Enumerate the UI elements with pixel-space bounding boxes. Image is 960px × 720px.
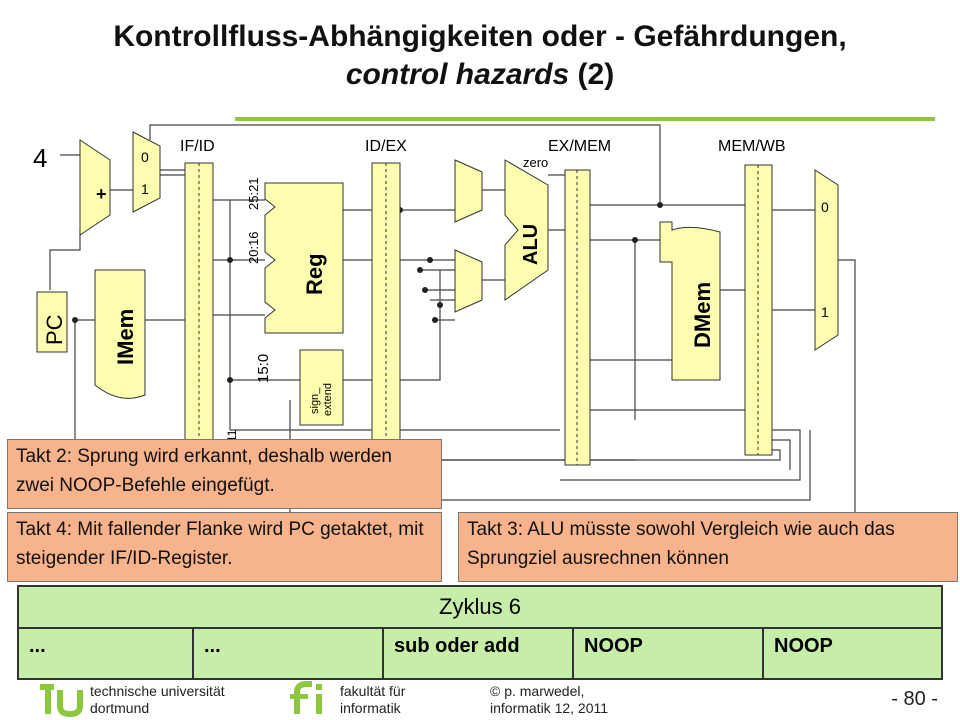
sign-extend-a: sign_ (309, 387, 321, 414)
dmem-label: DMem (690, 282, 715, 348)
title-rest: (2) (569, 58, 615, 91)
cycle-table: Zyklus 6 ... ... sub oder add NOOP NOOP (17, 585, 943, 680)
note-takt3: Takt 3: ALU müsste sowohl Vergleich wie … (458, 512, 958, 582)
label-if-id: IF/ID (180, 138, 215, 155)
fi-logo (290, 681, 322, 714)
cycle-cell-5: NOOP (774, 635, 833, 657)
bits-25-21: 25:21 (246, 177, 261, 210)
footer-uni-line2: dortmund (90, 700, 150, 716)
cycle-row: ... ... sub oder add NOOP NOOP (19, 629, 941, 680)
footer-fak-line1: fakultät für (340, 683, 406, 699)
title-line1: Kontrollfluss-Abhängigkeiten oder - Gefä… (113, 20, 847, 53)
bits-20-16: 20:16 (246, 231, 261, 264)
reg-box (264, 182, 344, 334)
sign-extend-b: extend (322, 383, 334, 416)
mux-left-in1: 1 (141, 181, 149, 197)
bits-15-0: 15:0 (255, 354, 272, 383)
note-takt2: Takt 2: Sprung wird erkannt, deshalb wer… (7, 439, 442, 509)
title-line2: control hazards (2) (0, 56, 960, 94)
mux-left (132, 131, 161, 213)
alu-shape (504, 159, 549, 301)
zero-label: zero (523, 155, 548, 170)
label-mem-wb: MEM/WB (718, 138, 786, 155)
mux-wb-in0: 0 (821, 199, 829, 215)
cycle-cell-3: sub oder add (384, 629, 574, 680)
page-number: - 80 - (891, 688, 938, 710)
imem-box (94, 269, 146, 399)
alu-mux-b (454, 249, 483, 313)
footer-university: technische universität dortmund (90, 683, 225, 717)
pc-label: PC (42, 314, 67, 345)
sign-extend-box (299, 349, 344, 426)
mux-wb-in1: 1 (821, 304, 829, 320)
page-title: Kontrollfluss-Abhängigkeiten oder - Gefä… (0, 18, 960, 94)
tu-logo (40, 684, 83, 718)
label-ex-mem: EX/MEM (548, 138, 611, 155)
adder-plus: + (96, 184, 107, 204)
cycle-cell-4: NOOP (574, 629, 764, 680)
dmem-box (659, 221, 721, 381)
footer-uni-line1: technische universität (90, 683, 225, 699)
footer-faculty: fakultät für informatik (340, 683, 405, 717)
footer-fak-line2: informatik (340, 700, 401, 716)
alu-mux-a (454, 159, 483, 223)
label-id-ex: ID/EX (365, 138, 407, 155)
title-italic: control hazards (345, 58, 570, 91)
mux-wb (814, 169, 839, 351)
cycle-header: Zyklus 6 (19, 587, 941, 629)
bits-11: 11 (225, 429, 239, 442)
adder-shape (79, 139, 111, 236)
cycle-cell-1: ... (19, 629, 194, 680)
footer-copy-line1: © p. marwedel, (490, 683, 585, 699)
mux-left-in0: 0 (141, 149, 149, 165)
title-rule (235, 117, 935, 121)
pc-box (36, 291, 68, 353)
reg-label: Reg (302, 253, 327, 295)
footer-copy-line2: informatik 12, 2011 (490, 700, 609, 716)
alu-label: ALU (520, 224, 542, 265)
note-takt4: Takt 4: Mit fallender Flanke wird PC get… (7, 512, 442, 582)
imem-label: IMem (113, 309, 138, 365)
const-four: 4 (33, 143, 47, 173)
footer-copyright: © p. marwedel, informatik 12, 2011 (490, 683, 608, 717)
cycle-cell-2: ... (194, 629, 384, 680)
